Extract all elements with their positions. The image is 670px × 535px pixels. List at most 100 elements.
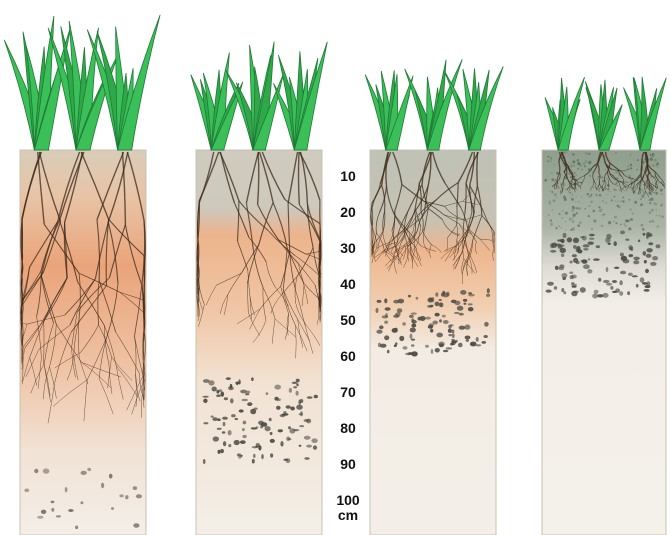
depth-unit: cm (338, 507, 358, 523)
soil-grain (549, 202, 552, 205)
stone (51, 508, 54, 512)
stone (638, 240, 640, 243)
soil-grain (649, 211, 652, 214)
stone (487, 288, 490, 293)
stone (465, 336, 471, 340)
soil-grain (554, 193, 557, 196)
stone (464, 324, 470, 329)
soil-grain (552, 209, 554, 211)
stone (619, 291, 623, 296)
stone (384, 298, 387, 303)
soil-grain (572, 160, 575, 163)
soil-grain (598, 206, 600, 208)
stone (384, 321, 388, 324)
soil-grain (563, 163, 564, 164)
stone (269, 418, 272, 422)
stone (632, 275, 638, 277)
soil-grain (637, 159, 639, 161)
stone (436, 333, 443, 338)
stone (570, 261, 573, 264)
stone (573, 238, 579, 244)
stone (304, 457, 309, 460)
soil-grain (570, 229, 572, 231)
soil-grain (572, 193, 573, 194)
stone (486, 294, 490, 297)
stone (119, 494, 123, 497)
stone (652, 256, 658, 260)
stone (247, 402, 252, 406)
stone (425, 317, 431, 320)
stone (468, 294, 474, 297)
stone (608, 243, 611, 245)
soil-grain (656, 209, 657, 210)
stone (572, 254, 577, 257)
soil-grain (650, 154, 652, 156)
soil-grain (650, 158, 653, 161)
stone (376, 308, 379, 313)
soil-grain (560, 183, 561, 184)
stone (442, 291, 445, 295)
soil-grain (593, 210, 596, 213)
stone (290, 407, 295, 411)
stone (643, 233, 646, 236)
soil-grain (576, 174, 578, 176)
stone (442, 315, 446, 318)
soil-grain (577, 162, 580, 165)
soil-grain (572, 217, 573, 218)
soil-grain (659, 188, 660, 189)
stone (276, 406, 281, 410)
soil-grain (630, 218, 633, 221)
soil-grain (564, 151, 567, 154)
stone (265, 426, 271, 431)
soil-grain (602, 200, 604, 202)
stone (572, 286, 577, 288)
stone (243, 435, 247, 438)
soil-grain (569, 218, 572, 221)
stone (547, 282, 554, 286)
stone (387, 350, 390, 354)
stone (420, 316, 426, 321)
stone (452, 333, 455, 338)
soil-grain (640, 203, 643, 206)
soil-grain (613, 221, 614, 222)
stone (136, 494, 142, 498)
stone (633, 257, 639, 261)
soil-grain (572, 153, 574, 155)
soil-profile-4 (542, 150, 666, 535)
soil-grain (549, 201, 550, 202)
soil-grain (627, 168, 629, 170)
grass-tufts (4, 15, 666, 150)
stone (260, 425, 263, 428)
soil-grain (571, 198, 574, 201)
soil-grain (578, 207, 581, 210)
stone (583, 248, 588, 250)
soil-grain (591, 228, 593, 230)
stone (443, 350, 448, 353)
stone (443, 320, 449, 324)
soil-grain (651, 209, 654, 212)
stone (610, 286, 613, 290)
stone (432, 321, 438, 325)
soil-grain (605, 202, 607, 204)
soil-grain (592, 186, 594, 188)
soil-grain (585, 160, 588, 163)
soil-grain (579, 221, 582, 224)
stone (460, 290, 466, 295)
stone (278, 429, 283, 432)
soil-grain (564, 166, 565, 167)
depth-label-100: 100 (336, 492, 360, 508)
stone (562, 277, 566, 280)
soil-grain (572, 195, 573, 196)
soil-grain (544, 179, 546, 181)
stone (223, 422, 226, 426)
stone (403, 346, 408, 350)
soil-grain (551, 172, 553, 174)
stone (583, 264, 590, 269)
stone (125, 495, 128, 499)
soil-grain (590, 201, 593, 204)
stone (459, 313, 464, 316)
stone (563, 291, 566, 294)
stone (605, 238, 610, 243)
soil-grain (581, 197, 583, 199)
soil-grain (651, 176, 652, 177)
